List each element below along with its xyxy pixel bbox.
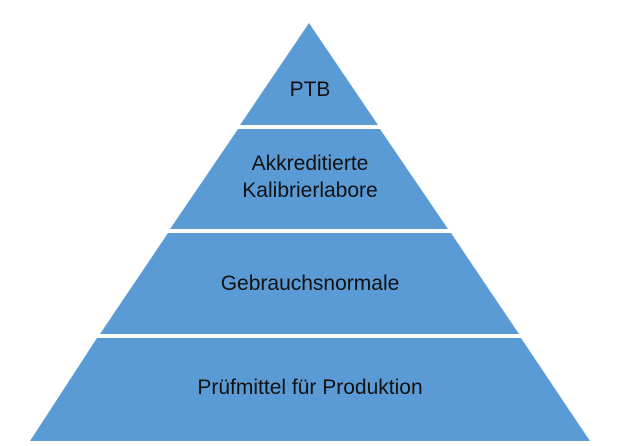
pyramid-tier-3-label: Gebrauchsnormale (220, 272, 400, 295)
pyramid-tier-1-label: PTB (289, 78, 331, 101)
pyramid-tier-3 (100, 233, 519, 334)
pyramid-tier-2-label: Akkreditierte Kalibrierlabore (242, 152, 378, 202)
pyramid-tier-2 (170, 129, 448, 229)
pyramid-tier-4 (30, 338, 590, 441)
pyramid-tier-4-label: Prüfmittel für Produktion (197, 376, 423, 399)
pyramid-tier-1 (240, 23, 378, 125)
